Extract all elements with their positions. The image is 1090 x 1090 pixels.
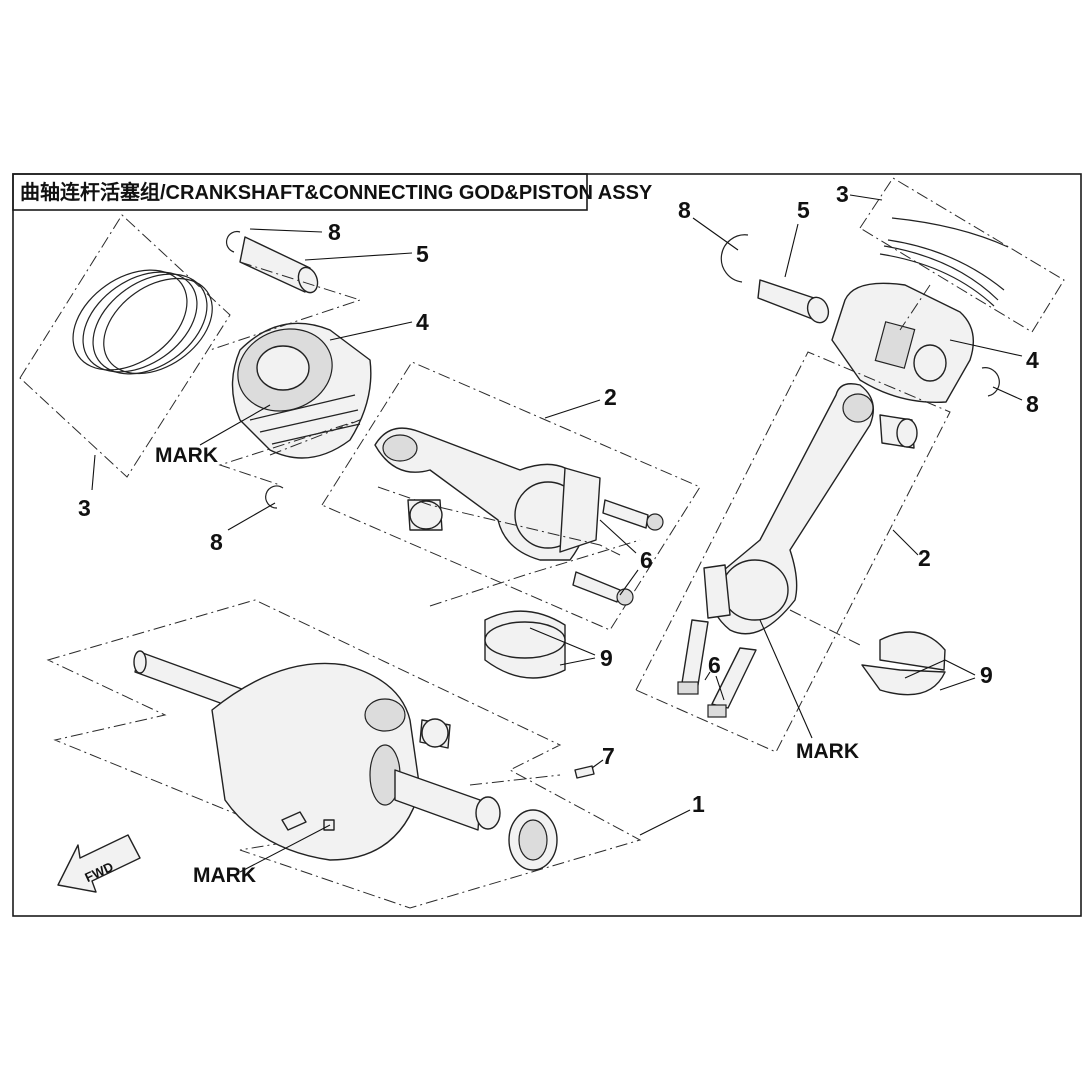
left-circlip-bottom: [265, 485, 284, 509]
center-bearing-halves: [429, 539, 641, 679]
callout-8-right-top: 8: [678, 197, 691, 223]
right-small-bushing: [879, 414, 918, 449]
fwd-arrow-icon: FWD: [57, 834, 141, 893]
callout-2-right: 2: [918, 545, 931, 571]
callout-8-left-bottom: 8: [210, 529, 223, 555]
callout-8-left-top: 8: [328, 219, 341, 245]
callout-8-right-bottom: 8: [1026, 391, 1039, 417]
callout-3-left: 3: [78, 495, 91, 521]
crankshaft-group: 7 1 MARK: [46, 599, 705, 909]
right-circlip-right: [981, 367, 1000, 397]
diagram-title: 曲轴连杆活塞组/CRANKSHAFT&CONNECTING GOD&PISTON…: [20, 180, 653, 204]
callout-3-right: 3: [836, 181, 849, 207]
right-bearing-halves: [861, 631, 946, 696]
center-small-bushing: [407, 499, 443, 531]
crankshaft: [133, 650, 501, 861]
crankshaft-sprocket: [508, 809, 558, 871]
callout-4-left: 4: [416, 309, 429, 335]
mark-label-crankshaft: MARK: [193, 864, 256, 887]
callout-6-right: 6: [708, 652, 721, 678]
callout-5-left: 5: [416, 241, 429, 267]
mark-label-left-piston: MARK: [155, 444, 218, 467]
left-piston: [231, 322, 372, 459]
callout-5-right: 5: [797, 197, 810, 223]
callout-7: 7: [602, 743, 615, 769]
right-piston-rings: [879, 217, 1009, 307]
callout-2-center: 2: [604, 384, 617, 410]
left-piston-rings: [72, 269, 213, 375]
callout-9-center: 9: [600, 645, 613, 671]
right-piston-pin: [757, 279, 830, 324]
center-connecting-rod: [374, 427, 601, 561]
right-piston: [831, 282, 974, 404]
right-connecting-rod: [703, 383, 874, 635]
woodruff-key: [574, 765, 595, 779]
callout-6-center: 6: [640, 547, 653, 573]
mark-label-right-rod: MARK: [796, 740, 859, 763]
right-circlip-left: [720, 234, 749, 283]
right-rod-bolts: [677, 619, 757, 718]
left-circlip-top: [225, 230, 241, 253]
right-conrod-group: 2 6 MARK 9: [635, 351, 993, 763]
center-conrod-group: 2 6 9: [321, 361, 701, 679]
callout-4-right: 4: [1026, 347, 1039, 373]
callout-1: 1: [692, 791, 705, 817]
callout-9-right: 9: [980, 662, 993, 688]
right-piston-group: 8 5 3 4 8: [678, 177, 1065, 417]
left-piston-group: 8 5 4 MARK 3 8: [19, 214, 429, 555]
left-piston-pin: [239, 236, 319, 294]
title-box: 曲轴连杆活塞组/CRANKSHAFT&CONNECTING GOD&PISTON…: [12, 173, 653, 211]
